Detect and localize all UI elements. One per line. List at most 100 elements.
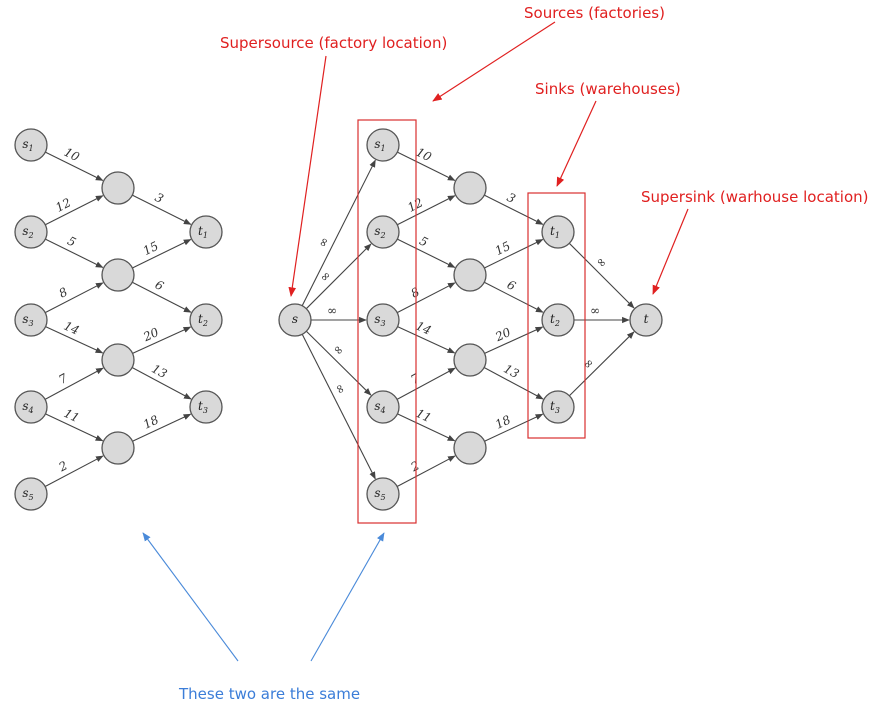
edge-r-t3-to-r-t: ∞ xyxy=(568,331,635,397)
node-r-m4 xyxy=(453,431,487,465)
edge-capacity-label: 6 xyxy=(505,277,518,293)
edge-r-t2-to-r-t: ∞ xyxy=(574,304,630,324)
sinks-annotation: Sinks (warehouses) xyxy=(535,80,681,98)
node-r-m3 xyxy=(453,343,487,377)
edge-l-s1-to-l-m1: 10 xyxy=(45,145,104,181)
node-l-t2: t2 xyxy=(189,303,223,337)
node-circle xyxy=(101,343,135,377)
node-r-s2: s2 xyxy=(366,215,400,249)
edge-arrow xyxy=(397,326,456,354)
node-label: t2 xyxy=(198,312,208,328)
edge-l-s3-to-l-m3: 14 xyxy=(45,319,104,354)
node-circle xyxy=(278,303,312,337)
node-r-s1: s1 xyxy=(366,128,400,162)
node-circle xyxy=(541,390,575,424)
supersource-annotation: Supersource (factory location) xyxy=(220,34,447,52)
node-label: t3 xyxy=(550,399,560,415)
supersink-arrow xyxy=(652,208,689,295)
edge-arrow xyxy=(132,413,192,442)
edge-arrow xyxy=(568,242,635,309)
node-r-s4: s4 xyxy=(366,390,400,424)
edge-capacity-label: ∞ xyxy=(317,268,334,285)
edge-arrow xyxy=(484,413,544,442)
edge-arrow xyxy=(305,243,372,310)
node-l-m3 xyxy=(101,343,135,377)
node-circle xyxy=(541,215,575,249)
edge-capacity-label: 3 xyxy=(505,190,518,206)
node-circle xyxy=(366,390,400,424)
edge-r-m3-to-r-t2: 20 xyxy=(484,325,544,354)
node-l-t3: t3 xyxy=(189,390,223,424)
node-circle xyxy=(14,390,48,424)
edge-l-m3-to-l-t3: 13 xyxy=(131,362,192,400)
edge-capacity-label: 10 xyxy=(414,145,434,164)
edge-arrow xyxy=(396,282,456,314)
edge-r-s3-to-r-m3: 14 xyxy=(397,319,456,354)
edge-arrow xyxy=(44,455,104,488)
edge-arrow xyxy=(131,281,192,313)
node-circle xyxy=(14,477,48,511)
node-circle xyxy=(453,431,487,465)
edge-capacity-label: 20 xyxy=(492,325,513,345)
node-circle xyxy=(189,303,223,337)
edge-arrow xyxy=(44,282,104,314)
edge-arrow xyxy=(301,159,376,306)
node-label: s4 xyxy=(374,399,385,415)
sources-arrow xyxy=(432,21,556,102)
edge-r-m4-to-r-t3: 18 xyxy=(484,412,544,442)
node-circle xyxy=(541,303,575,337)
edge-capacity-label: 6 xyxy=(153,277,166,293)
edge-capacity-label: 12 xyxy=(53,195,73,214)
edge-arrow xyxy=(396,367,456,400)
node-circle xyxy=(101,431,135,465)
edge-capacity-label: 7 xyxy=(408,371,422,387)
edge-r-s4-to-r-m3: 7 xyxy=(396,367,456,400)
edge-capacity-label: 7 xyxy=(56,371,70,387)
node-l-m2 xyxy=(101,258,135,292)
edge-capacity-label: 8 xyxy=(409,285,423,301)
node-circle xyxy=(101,258,135,292)
edge-capacity-label: 15 xyxy=(493,239,513,258)
edge-capacity-label: 2 xyxy=(408,458,422,474)
edge-arrow xyxy=(484,194,544,225)
edge-r-s2-to-r-m2: 5 xyxy=(397,234,456,268)
edge-r-s3-to-r-m2: 8 xyxy=(396,282,456,314)
node-circle xyxy=(189,215,223,249)
edge-l-m2-to-l-t1: 15 xyxy=(132,239,192,269)
edge-arrow xyxy=(45,326,104,354)
edge-capacity-label: ∞ xyxy=(315,235,332,250)
edge-arrow xyxy=(397,195,456,226)
edge-capacity-label: ∞ xyxy=(590,304,600,318)
same-graph-note: These two are the same xyxy=(178,685,360,703)
node-label: t xyxy=(644,312,649,326)
edge-arrow xyxy=(397,238,456,268)
edge-r-m3-to-r-t3: 13 xyxy=(483,362,544,400)
node-circle xyxy=(366,128,400,162)
edge-capacity-label: 18 xyxy=(141,412,161,431)
edge-arrow xyxy=(397,413,456,442)
node-l-s4: s4 xyxy=(14,390,48,424)
node-circle xyxy=(366,303,400,337)
edge-capacity-label: 14 xyxy=(414,319,434,338)
edge-capacity-label: 11 xyxy=(62,406,82,425)
edge-arrow xyxy=(45,151,104,181)
node-circle xyxy=(189,390,223,424)
node-r-m1 xyxy=(453,171,487,205)
node-circle xyxy=(453,258,487,292)
edge-capacity-label: 14 xyxy=(62,319,82,338)
sinks-highlight-box xyxy=(527,192,586,439)
node-r-s3: s3 xyxy=(366,303,400,337)
node-circle xyxy=(366,477,400,511)
edge-capacity-label: 15 xyxy=(141,239,161,258)
edge-r-s5-to-r-m4: 2 xyxy=(396,455,456,488)
edge-l-s3-to-l-m2: 8 xyxy=(44,282,104,314)
edge-arrow xyxy=(45,195,104,226)
edge-capacity-label: 20 xyxy=(140,325,161,345)
node-l-t1: t1 xyxy=(189,215,223,249)
edge-capacity-label: ∞ xyxy=(593,254,610,271)
edge-capacity-label: ∞ xyxy=(327,304,337,318)
edge-l-s5-to-l-m4: 2 xyxy=(44,455,104,488)
node-l-m4 xyxy=(101,431,135,465)
edge-r-s-to-r-s1: ∞ xyxy=(301,159,376,306)
